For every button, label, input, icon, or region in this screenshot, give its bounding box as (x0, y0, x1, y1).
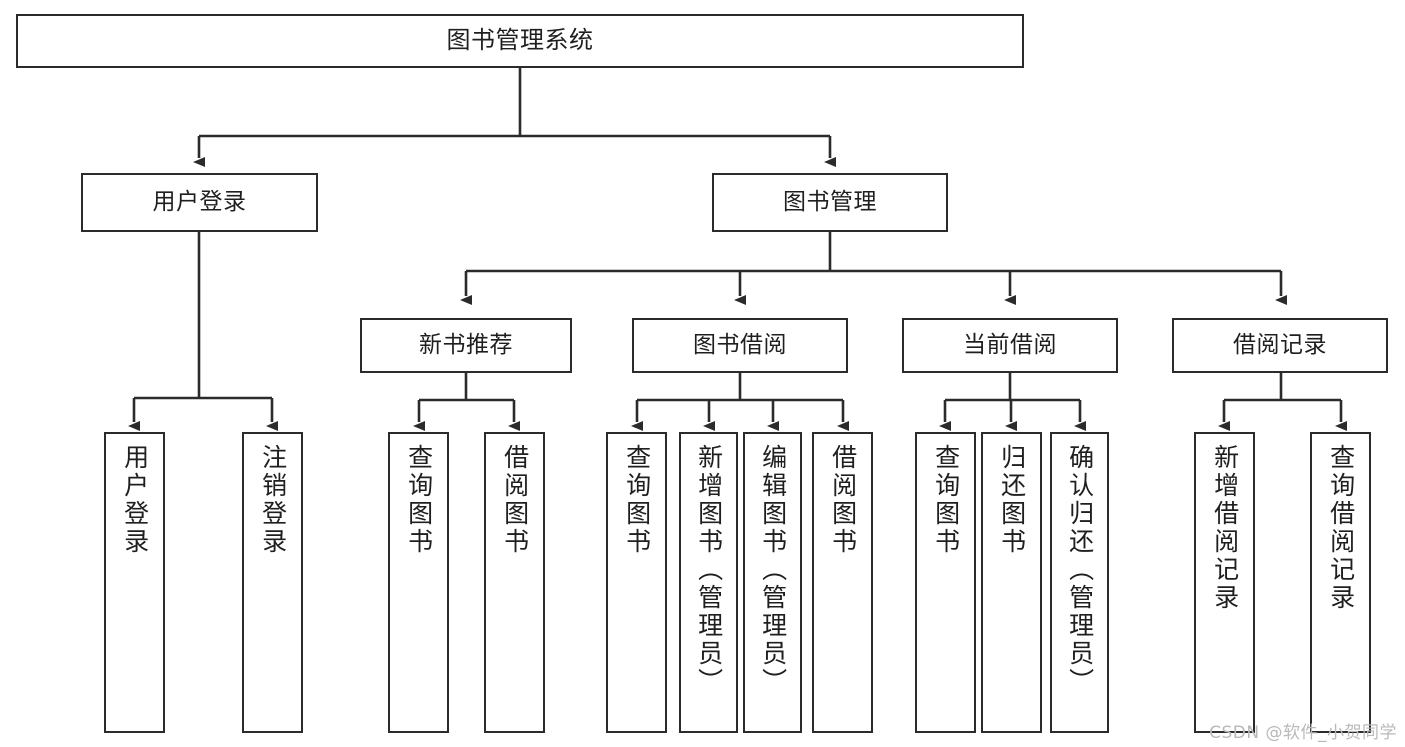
leaf-query-book-newbook[interactable]: 查询图书 (388, 432, 449, 733)
node-label: 图书借阅 (693, 332, 787, 359)
leaf-query-borrow-record[interactable]: 查询借阅记录 (1310, 432, 1371, 733)
node-label: 图书管理系统 (446, 26, 594, 55)
node-root-system[interactable]: 图书管理系统 (16, 14, 1024, 68)
node-label: 借阅图书 (500, 444, 530, 556)
node-user-login[interactable]: 用户登录 (81, 173, 318, 232)
leaf-return-book[interactable]: 归还图书 (981, 432, 1042, 733)
node-label: 用户登录 (152, 189, 247, 216)
node-label: 查询借阅记录 (1326, 444, 1356, 612)
node-label: 图书管理 (783, 189, 877, 216)
node-borrow-record[interactable]: 借阅记录 (1172, 318, 1388, 373)
node-label: 查询图书 (622, 444, 652, 556)
node-label: 新书推荐 (419, 332, 513, 359)
node-label: 新增图书（管理员） (694, 444, 724, 696)
node-label: 注销登录 (258, 444, 288, 556)
node-book-borrow[interactable]: 图书借阅 (632, 318, 848, 373)
leaf-confirm-return-admin[interactable]: 确认归还（管理员） (1050, 432, 1109, 733)
node-label: 查询图书 (404, 444, 434, 556)
leaf-borrow-book-newbook[interactable]: 借阅图书 (484, 432, 545, 733)
node-label: 用户登录 (120, 444, 150, 556)
node-label: 当前借阅 (963, 332, 1057, 359)
node-label: 确认归还（管理员） (1065, 444, 1095, 696)
node-label: 新增借阅记录 (1210, 444, 1240, 612)
node-label: 查询图书 (931, 444, 961, 556)
node-label: 借阅记录 (1233, 332, 1327, 359)
leaf-borrow-book[interactable]: 借阅图书 (812, 432, 873, 733)
node-label: 归还图书 (997, 444, 1027, 556)
leaf-add-borrow-record[interactable]: 新增借阅记录 (1194, 432, 1255, 733)
watermark: CSDN @软件_小贺同学 (1209, 723, 1397, 743)
leaf-logout[interactable]: 注销登录 (242, 432, 303, 733)
leaf-edit-book-admin[interactable]: 编辑图书（管理员） (743, 432, 802, 733)
node-label: 借阅图书 (828, 444, 858, 556)
node-current-borrow[interactable]: 当前借阅 (902, 318, 1118, 373)
leaf-add-book-admin[interactable]: 新增图书（管理员） (679, 432, 738, 733)
leaf-query-book-current[interactable]: 查询图书 (915, 432, 976, 733)
node-new-book-recommend[interactable]: 新书推荐 (360, 318, 572, 373)
node-book-management[interactable]: 图书管理 (712, 173, 948, 232)
leaf-query-book-borrow[interactable]: 查询图书 (606, 432, 667, 733)
leaf-user-login[interactable]: 用户登录 (104, 432, 165, 733)
node-label: 编辑图书（管理员） (758, 444, 788, 696)
